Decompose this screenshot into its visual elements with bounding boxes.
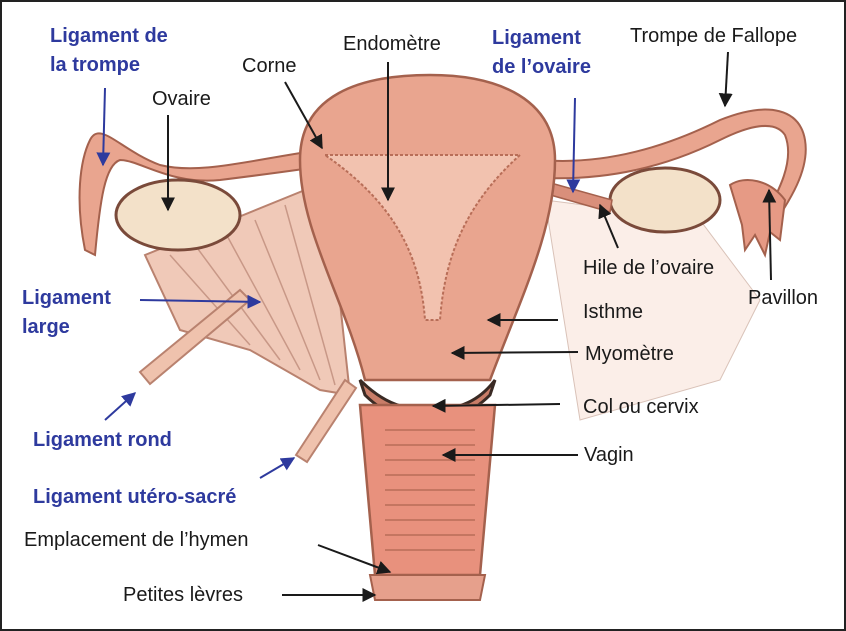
label-pavillon: Pavillon [748, 286, 818, 310]
label-ligament-de-l-ovaire-2: de l’ovaire [492, 55, 591, 79]
label-endometre: Endomètre [343, 32, 441, 56]
label-ligament-utero-sacre: Ligament utéro-sacré [33, 485, 236, 509]
label-ligament-rond: Ligament rond [33, 428, 172, 452]
label-petites-levres: Petites lèvres [123, 583, 243, 607]
label-ligament-de-la-trompe-2: la trompe [50, 53, 140, 77]
fimbriae-right [730, 180, 785, 255]
label-hile-de-l-ovaire: Hile de l’ovaire [583, 256, 714, 280]
broad-ligament-right [545, 200, 760, 420]
ovary-right-shape [610, 168, 720, 232]
label-ligament-de-la-trompe-1: Ligament de [50, 24, 168, 48]
label-trompe-de-fallope: Trompe de Fallope [630, 24, 797, 48]
label-col-ou-cervix: Col ou cervix [583, 395, 699, 419]
label-ligament-large-2: large [22, 315, 70, 339]
labia-shape [370, 575, 485, 600]
label-corne: Corne [242, 54, 296, 78]
label-emplacement-de-l-hymen: Emplacement de l’hymen [24, 528, 249, 552]
label-myometre: Myomètre [585, 342, 674, 366]
label-ovaire: Ovaire [152, 87, 211, 111]
label-ligament-de-l-ovaire-1: Ligament [492, 26, 581, 50]
label-isthme: Isthme [583, 300, 643, 324]
ovary-left-shape [116, 180, 240, 250]
uterosacral-ligament [296, 380, 356, 462]
label-ligament-large-1: Ligament [22, 286, 111, 310]
label-vagin: Vagin [584, 443, 634, 467]
